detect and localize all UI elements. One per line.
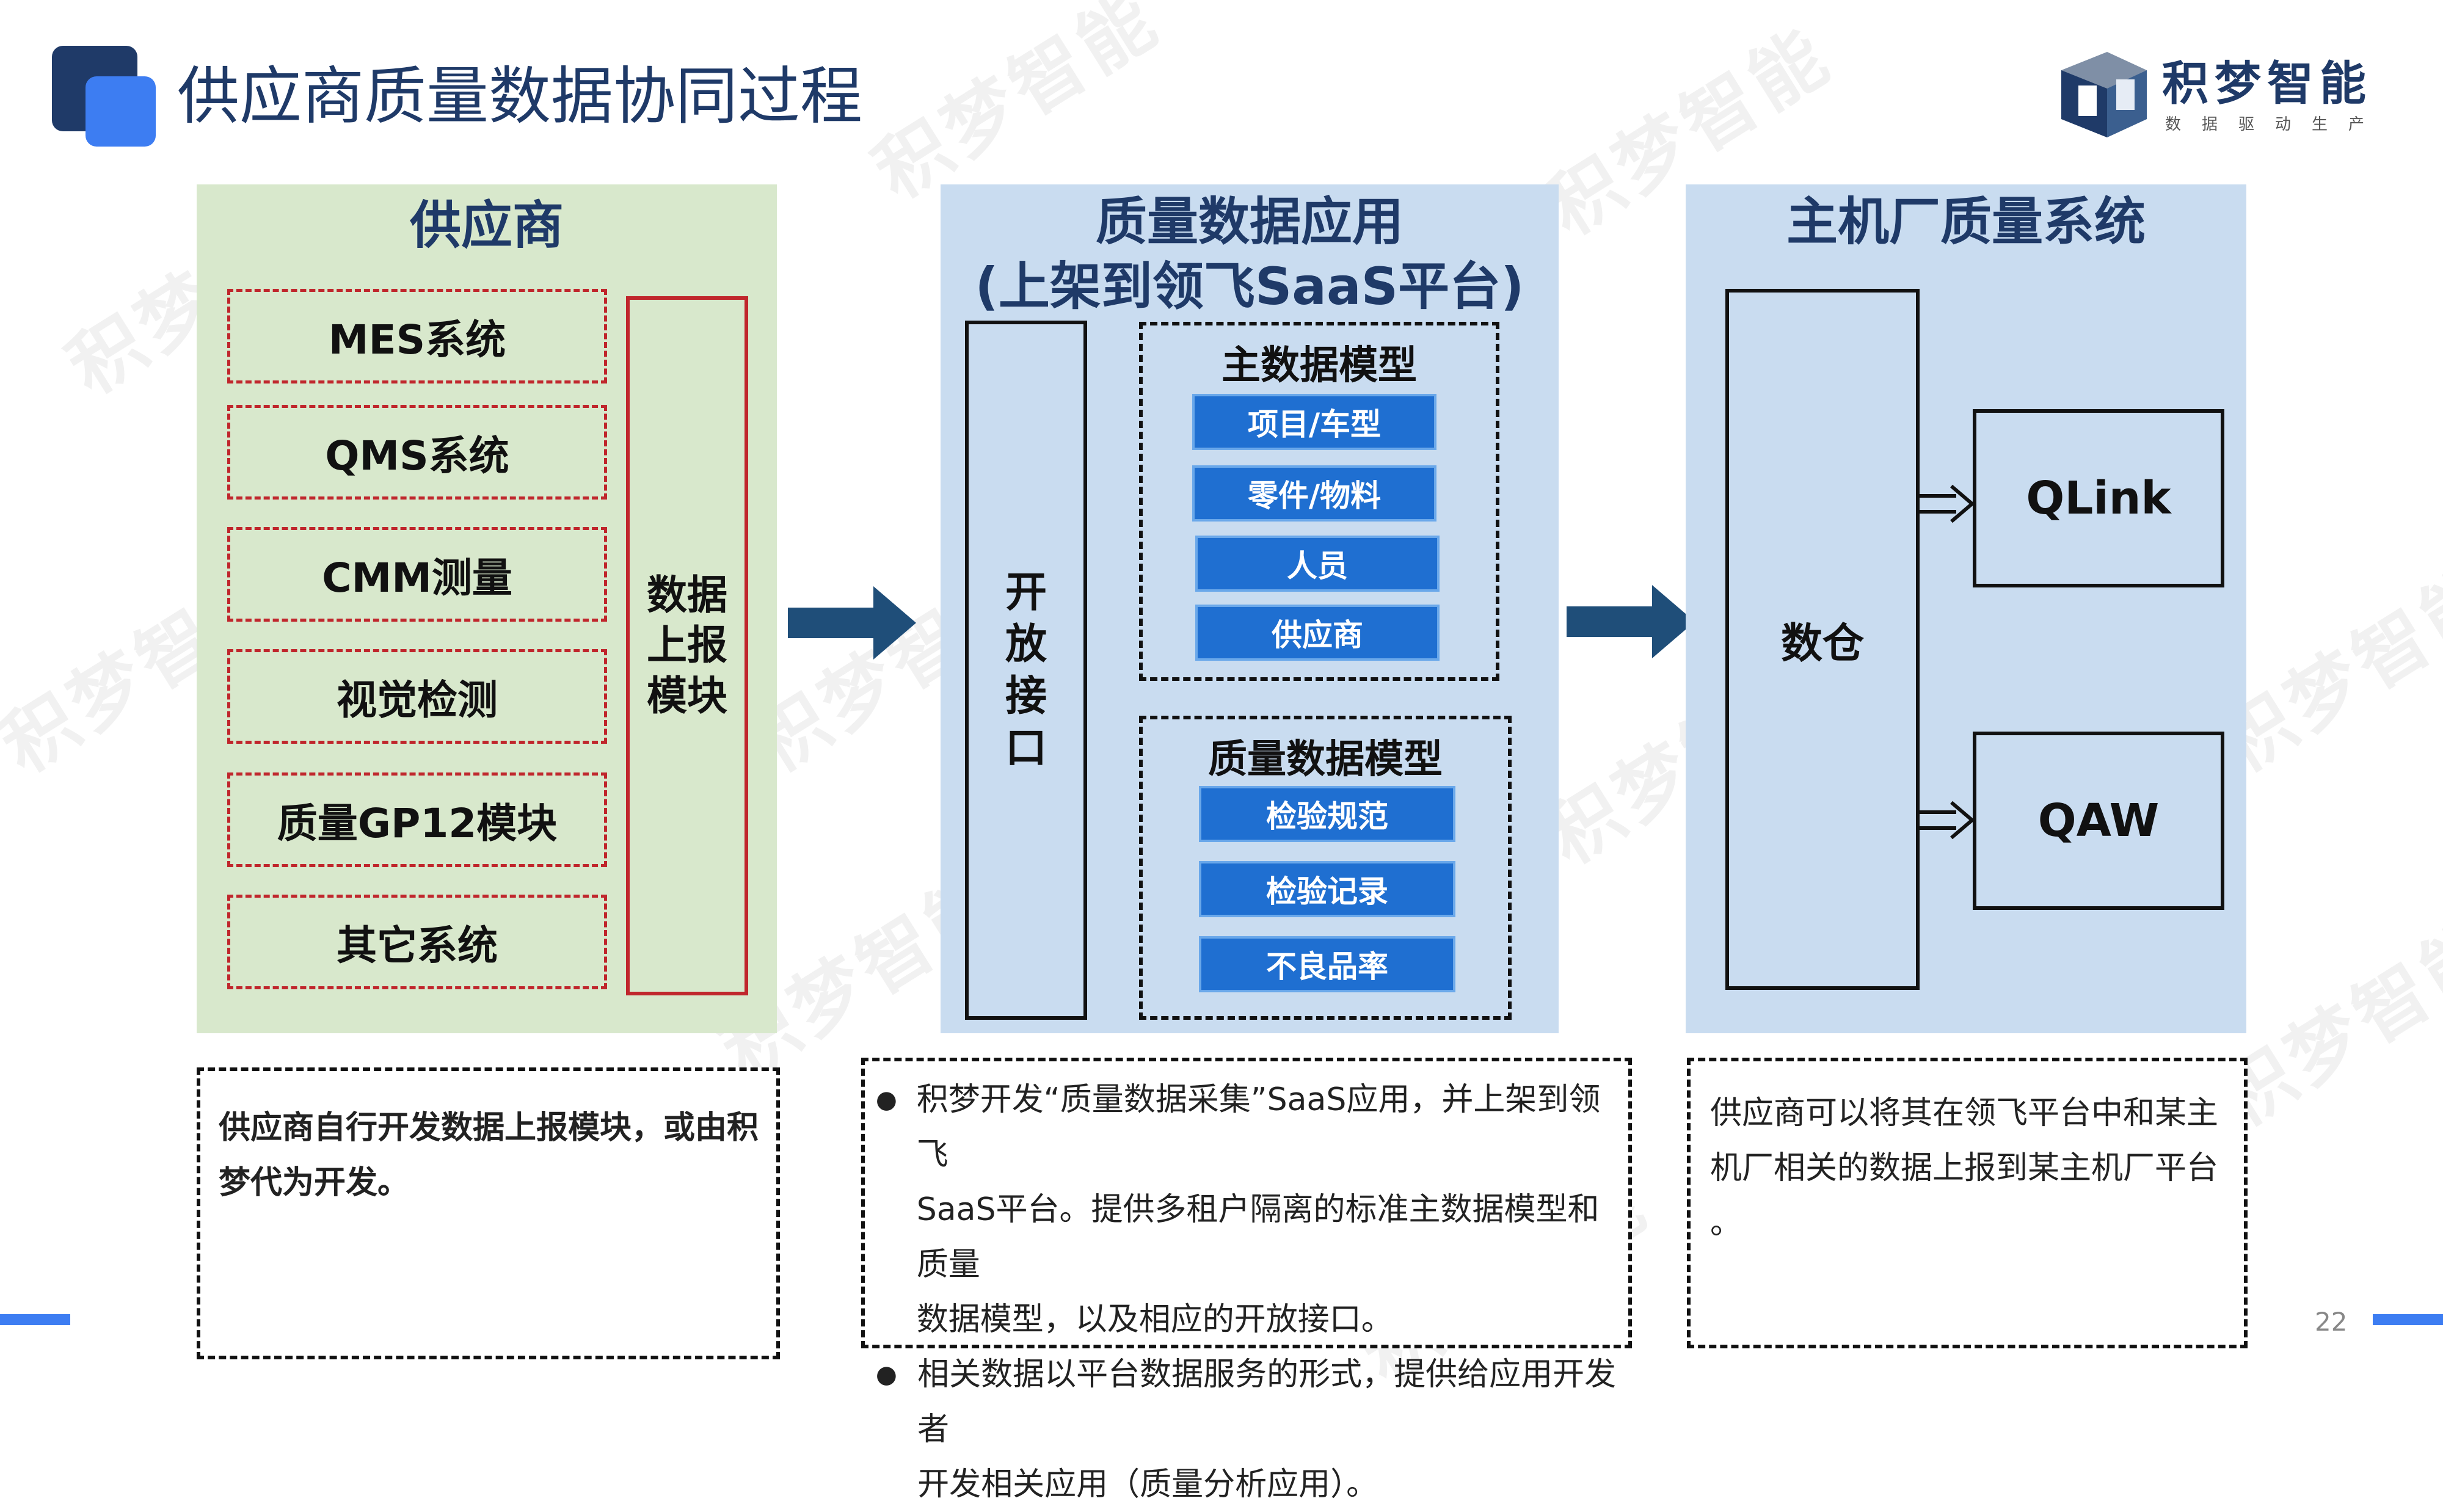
supplier-system-box: 其它系统 [227, 895, 607, 989]
flow-arrow-icon [788, 586, 916, 660]
upload-module-line: 数据 [647, 571, 727, 619]
app-note-line: 数据模型，以及相应的开放接口。 [916, 1301, 1393, 1338]
double-arrow-icon [1920, 484, 1975, 523]
oem-note-line: 。 [1710, 1205, 1742, 1241]
oem-quality-title: 主机厂质量系统 [1786, 192, 2146, 252]
oem-note: 供应商可以将其在领飞平台中和某主 机厂相关的数据上报到某主机厂平台 。 [1687, 1058, 2248, 1348]
brand-name: 积梦智能 [2162, 56, 2372, 111]
supplier-note-line: 供应商自行开发数据上报模块，或由积 [219, 1110, 759, 1146]
app-note: ● 积梦开发“质量数据采集”SaaS应用，并上架到领飞 SaaS平台。提供多租户… [861, 1058, 1632, 1503]
upload-module-line: 上报 [647, 622, 727, 669]
open-api-char: 放 [1005, 620, 1047, 669]
supplier-note: 供应商自行开发数据上报模块，或由积 梦代为开发。 [197, 1067, 780, 1359]
quality-data-model-group [1139, 716, 1512, 1020]
quality-model-item: 不良品率 [1199, 936, 1455, 992]
footer-accent-bar [2373, 1314, 2443, 1325]
bullet-icon: ● [876, 1086, 897, 1114]
brand-tagline: 数据驱动生产 [2165, 115, 2386, 134]
target-system-qlink: QLink [1973, 409, 2224, 587]
supplier-system-box: 质量GP12模块 [227, 772, 607, 867]
slide-logo-front-square [86, 76, 156, 147]
app-note-line: 开发相关应用（质量分析应用）。 [917, 1466, 1378, 1503]
master-data-model-group [1139, 322, 1499, 681]
upload-module-line: 模块 [647, 672, 727, 719]
master-model-item: 人员 [1195, 536, 1440, 592]
data-warehouse-box: 数仓 [1725, 289, 1920, 990]
oem-quality-panel [1686, 184, 2246, 1033]
app-note-line: 积梦开发“质量数据采集”SaaS应用，并上架到领飞 [916, 1081, 1601, 1173]
supplier-system-box: QMS系统 [227, 405, 607, 500]
master-model-item: 项目/车型 [1192, 394, 1436, 450]
footer-accent-bar [0, 1314, 70, 1325]
master-model-item: 供应商 [1195, 605, 1440, 661]
open-api-box: 开 放 接 口 [965, 321, 1087, 1020]
oem-note-line: 机厂相关的数据上报到某主机厂平台 [1710, 1150, 2219, 1187]
supplier-panel-title: 供应商 [409, 195, 564, 255]
master-model-item: 零件/物料 [1192, 465, 1436, 522]
oem-note-line: 供应商可以将其在领飞平台中和某主 [1710, 1095, 2219, 1132]
quality-model-item: 检验规范 [1199, 786, 1455, 842]
page-number: 22 [2315, 1307, 2348, 1337]
data-upload-module: 数据 上报 模块 [626, 296, 748, 995]
double-arrow-icon [1920, 801, 1975, 840]
quality-data-model-title: 质量数据模型 [1208, 737, 1443, 782]
app-note-line: 相关数据以平台数据服务的形式，提供给应用开发者 [917, 1356, 1617, 1448]
supplier-system-box: 视觉检测 [227, 649, 607, 744]
open-api-char: 开 [1005, 568, 1047, 617]
open-api-char: 接 [1005, 672, 1047, 721]
page-title: 供应商质量数据协同过程 [177, 60, 862, 133]
master-data-model-title: 主数据模型 [1222, 343, 1417, 388]
supplier-system-box: CMM测量 [227, 527, 607, 622]
bullet-icon: ● [876, 1361, 897, 1389]
quality-app-title: 质量数据应用 [1095, 192, 1404, 252]
brand-logo-icon [2061, 52, 2147, 137]
quality-model-item: 检验记录 [1199, 861, 1455, 917]
flow-arrow-icon [1567, 585, 1695, 658]
supplier-note-line: 梦代为开发。 [219, 1165, 410, 1201]
supplier-system-box: MES系统 [227, 289, 607, 383]
app-note-line: SaaS平台。提供多租户隔离的标准主数据模型和质量 [916, 1191, 1600, 1283]
target-system-qaw: QAW [1973, 732, 2224, 910]
open-api-char: 口 [1005, 724, 1047, 772]
quality-app-subtitle: (上架到领飞SaaS平台) [975, 256, 1524, 316]
supplier-panel [197, 184, 777, 1033]
